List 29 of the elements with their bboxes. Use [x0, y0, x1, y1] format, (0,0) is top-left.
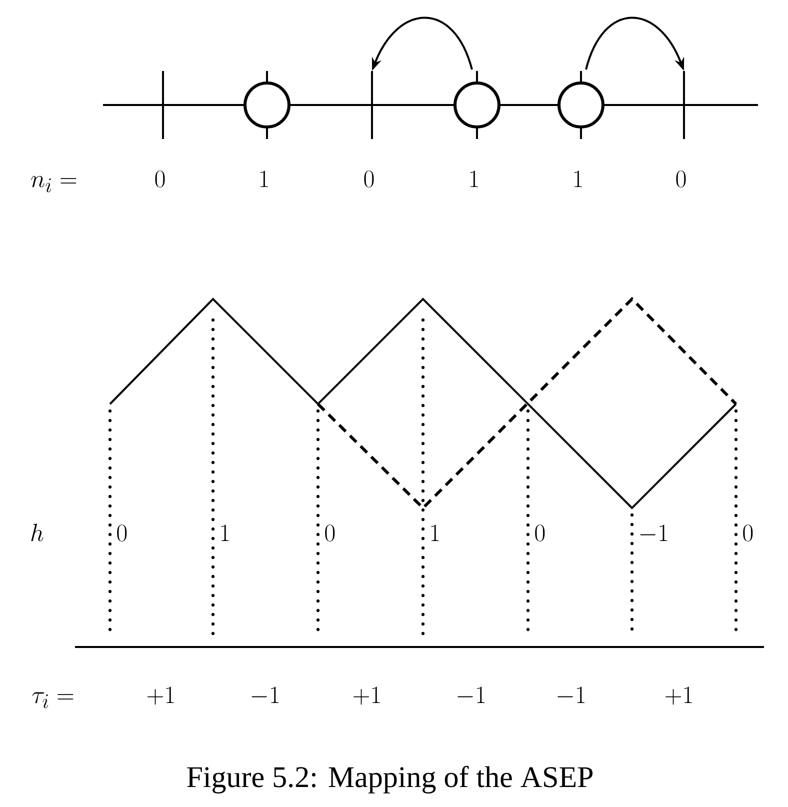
number-label: $-1$	[640, 524, 668, 541]
number-label: $0$	[743, 524, 753, 542]
number-label: $1$	[431, 524, 439, 541]
number-label: $1$	[221, 524, 229, 541]
number-label: $+1$	[147, 686, 174, 705]
number-label: $1$	[574, 170, 582, 187]
row-label: $n_i =$	[31, 176, 76, 192]
number-label: $0$	[676, 170, 686, 188]
number-label: $0$	[535, 524, 545, 542]
site-tick	[162, 71, 164, 139]
figure-caption: Figure 5.2: Mapping of the ASEP	[187, 766, 593, 794]
number-label: $-1$	[252, 686, 279, 703]
particle-circle	[244, 71, 290, 139]
site-tick	[683, 71, 685, 139]
number-label: $1$	[470, 170, 478, 187]
site-tick	[371, 71, 373, 139]
number-label: $-1$	[458, 686, 485, 703]
row-label: $\tau_i =$	[32, 692, 74, 708]
number-label: $0$	[364, 170, 374, 188]
particle-circle	[454, 71, 500, 139]
number-label: $0$	[325, 524, 335, 542]
number-label: $+1$	[353, 686, 380, 705]
row-label: $h$	[31, 524, 44, 542]
number-label: $1$	[260, 170, 268, 187]
number-label: $0$	[117, 524, 127, 542]
number-label: $-1$	[558, 686, 585, 703]
particle-circle	[558, 71, 604, 139]
number-label: $+1$	[665, 686, 692, 705]
number-label: $0$	[155, 170, 165, 188]
